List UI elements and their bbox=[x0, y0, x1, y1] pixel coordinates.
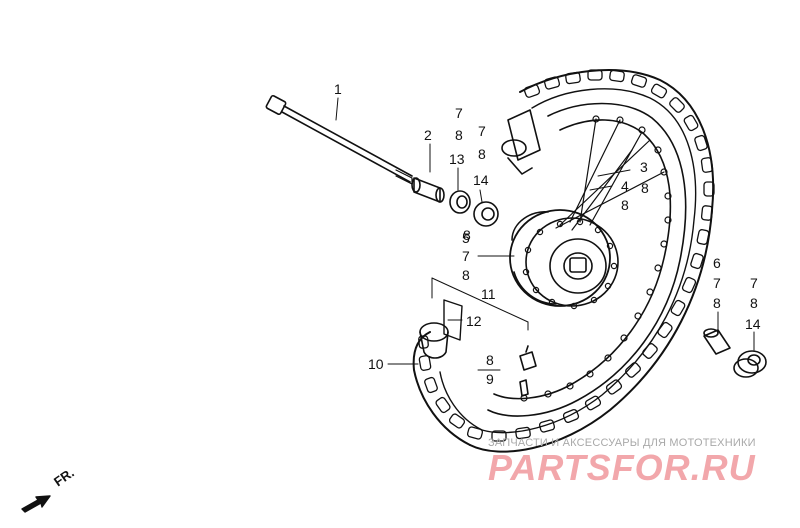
callout-2: 2 bbox=[424, 127, 432, 143]
callout-8: 8 bbox=[478, 146, 486, 162]
callout-8: 8 bbox=[463, 227, 471, 243]
right-collar bbox=[703, 328, 731, 355]
callout-7: 7 bbox=[462, 248, 470, 264]
callout-7: 7 bbox=[713, 275, 721, 291]
callout-4: 4 bbox=[621, 178, 629, 194]
axle-collar bbox=[411, 177, 445, 203]
rim bbox=[487, 102, 687, 417]
watermark-logo: PARTSFOR.RU bbox=[488, 447, 756, 488]
callout-6: 6 bbox=[713, 255, 721, 271]
callout-8: 8 bbox=[621, 197, 629, 213]
valve-stem bbox=[519, 379, 529, 397]
axle bbox=[265, 94, 413, 185]
callout-1: 1 bbox=[334, 81, 342, 97]
callout-8: 8 bbox=[713, 295, 721, 311]
tire-tread-knobs bbox=[418, 69, 715, 442]
callout-11: 11 bbox=[481, 286, 496, 302]
spoke-nipple bbox=[519, 345, 537, 371]
callout-5: 5 bbox=[462, 230, 470, 246]
callout-8: 8 bbox=[486, 352, 494, 368]
spokes bbox=[555, 118, 665, 231]
callout-8: 8 bbox=[750, 295, 758, 311]
callout-10: 10 bbox=[368, 356, 384, 372]
callout-7: 7 bbox=[478, 123, 486, 139]
callout-13: 13 bbox=[449, 151, 465, 167]
tire-tube-stem-top bbox=[501, 109, 541, 175]
bearing-right bbox=[733, 350, 767, 378]
callout-14: 14 bbox=[745, 316, 761, 332]
callout-8: 8 bbox=[462, 267, 470, 283]
callout-12: 12 bbox=[466, 313, 482, 329]
callout-9: 9 bbox=[486, 371, 494, 387]
front-direction-arrow bbox=[21, 495, 51, 513]
callout-7: 7 bbox=[750, 275, 758, 291]
leader-lines bbox=[335, 97, 755, 371]
dust-seal bbox=[449, 190, 471, 214]
callout-7: 7 bbox=[455, 105, 463, 121]
callout-8: 8 bbox=[455, 127, 463, 143]
hub bbox=[509, 209, 619, 310]
watermark-tagline: ЗАПЧАСТИ И АКСЕССУАРЫ ДЛЯ МОТОТЕХНИКИ bbox=[488, 437, 756, 449]
callout-14: 14 bbox=[473, 172, 489, 188]
tube-section bbox=[419, 299, 463, 359]
callout-8: 8 bbox=[641, 180, 649, 196]
bearing-left bbox=[473, 201, 499, 227]
callout-3: 3 bbox=[640, 159, 648, 175]
